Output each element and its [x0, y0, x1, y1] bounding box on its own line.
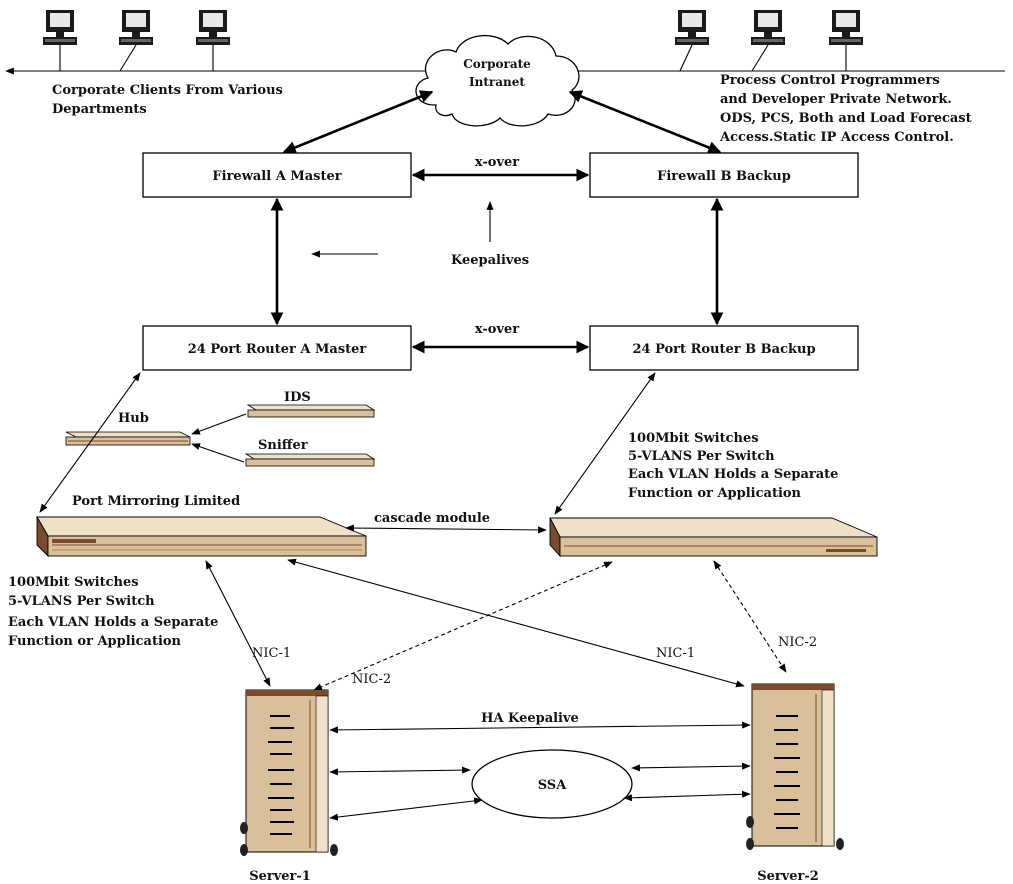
cloud-label-1: Corporate [463, 57, 531, 71]
sniffer-label: Sniffer [258, 438, 308, 453]
nic1-left-label: NIC-1 [252, 646, 291, 661]
firewall-a-label: Firewall A Master [212, 169, 341, 184]
left-switch-note-3: Each VLAN Holds a Separate [8, 615, 218, 630]
server1-ssa-link-1 [329, 766, 471, 776]
nic2-right-label: NIC-2 [778, 635, 817, 650]
router-b-box [589, 325, 859, 371]
server-tower-icon [746, 683, 844, 850]
desktop-computer-icon [829, 10, 863, 45]
switch-right-device-icon [549, 517, 878, 558]
cloud-icon [415, 34, 580, 127]
left-switch-note-1: 100Mbit Switches [8, 575, 139, 590]
right-switch-note-4: Function or Application [628, 486, 802, 501]
right-switch-note-1: 100Mbit Switches [628, 431, 759, 446]
router-b-switch-right-link [554, 372, 656, 515]
desktop-computer-icon [43, 10, 77, 45]
firewall-b-box [589, 152, 859, 198]
nic2-left-label: NIC-2 [352, 672, 391, 687]
hub-label: Hub [118, 411, 149, 426]
pc-network-line-4: Access.Static IP Access Control. [719, 130, 954, 145]
firewall-b-label: Firewall B Backup [657, 169, 791, 184]
pc-network-line-1: Process Control Programmers [720, 73, 940, 88]
switch-left-server1-nic1-link [205, 560, 271, 687]
left-switch-note-2: 5-VLANS Per Switch [8, 594, 155, 609]
ha-keepalive-link [329, 721, 751, 734]
cascade-label: cascade module [374, 511, 490, 526]
cascade-link [345, 524, 547, 534]
switch-right-server2-nic2-link [713, 560, 787, 673]
pc-network-line-2: and Developer Private Network. [720, 92, 952, 107]
server2-ssa-link-1 [631, 762, 751, 772]
port-mirroring-label: Port Mirroring Limited [72, 494, 240, 509]
desktop-computer-icon [119, 10, 153, 45]
pc-network-line-3: ODS, PCS, Both and Load Forecast [720, 111, 972, 126]
desktop-computer-icon [751, 10, 785, 45]
desktop-computer-icon [196, 10, 230, 45]
server1-ssa-link-2 [329, 797, 483, 821]
ids-device-icon [246, 404, 376, 418]
server-tower-icon [240, 689, 338, 856]
right-switch-note-2: 5-VLANS Per Switch [628, 449, 775, 464]
router-b-label: 24 Port Router B Backup [632, 342, 815, 357]
ids-label: IDS [284, 390, 311, 405]
router-a-switch-left-link [39, 372, 141, 513]
right-switch-note-3: Each VLAN Holds a Separate [628, 467, 838, 482]
ids-hub-link [191, 413, 247, 435]
sniffer-device-icon [244, 453, 376, 467]
ssa-storage [471, 749, 633, 819]
hub-device-icon [65, 431, 191, 446]
clients-label-line-2: Departments [52, 102, 147, 117]
router-a-label: 24 Port Router A Master [188, 342, 367, 357]
clients-label-line-1: Corporate Clients From Various [52, 83, 283, 98]
client-computers [43, 10, 230, 72]
developer-computers [675, 10, 863, 72]
switch-left-server2-nic1-link [287, 558, 745, 688]
cloud-label-2: Intranet [469, 75, 525, 89]
router-xover-label: x-over [475, 322, 519, 337]
cloud-firewall-b-link [568, 90, 722, 154]
switch-left-device-icon [36, 515, 367, 558]
ssa-label: SSA [538, 778, 567, 793]
left-switch-note-4: Function or Application [8, 634, 182, 649]
nic1-right-label: NIC-1 [656, 646, 695, 661]
server2-ssa-link-2 [623, 790, 751, 802]
cloud-firewall-a-link [282, 90, 434, 154]
firewall-xover-label: x-over [475, 155, 519, 170]
sniffer-hub-link [191, 443, 245, 463]
ha-keepalive-label: HA Keepalive [481, 711, 579, 726]
server1-label: Server-1 [249, 869, 311, 884]
server2-label: Server-2 [757, 869, 819, 884]
switch-right-server1-nic2-link [313, 561, 613, 691]
keepalives-label: Keepalives [451, 253, 529, 268]
desktop-computer-icon [675, 10, 709, 45]
router-a-box [142, 325, 412, 371]
firewall-a-box [142, 152, 412, 198]
